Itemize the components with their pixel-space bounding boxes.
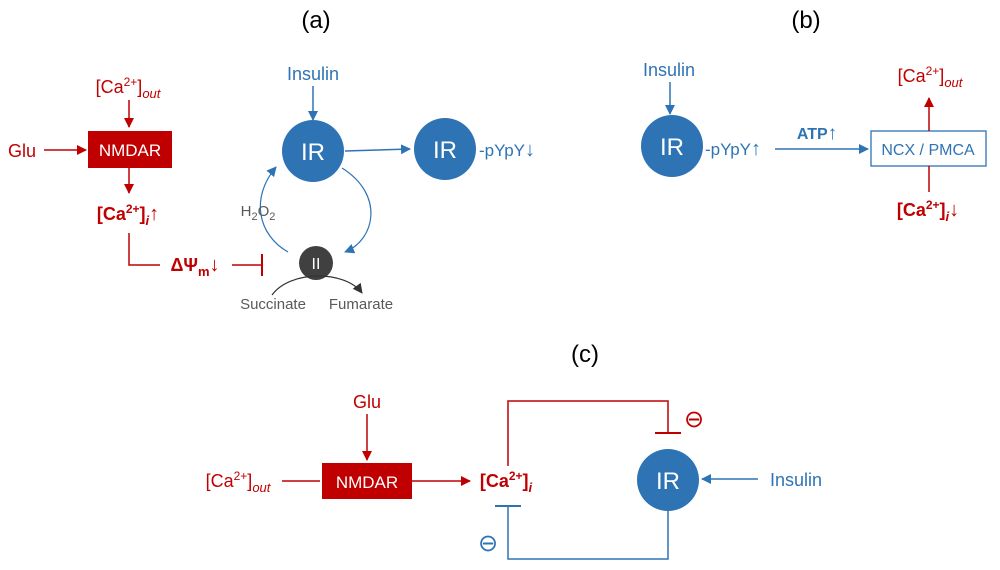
nmdar-box: [88, 131, 172, 168]
ca-to-dpsi-line: [128, 233, 160, 266]
inhibit-symbol-top: ⊖: [684, 406, 704, 433]
panel-a: (a) [Ca2+]out Glu NMDAR [Ca2+]i↑ ΔΨm↓ In…: [8, 7, 535, 313]
ca-out-label-c: [Ca2+]out: [206, 469, 272, 495]
ca-i-label: [Ca2+]i↑: [97, 202, 159, 228]
complex-ii-label: II: [312, 256, 321, 273]
atp-label: ATP↑: [797, 123, 837, 144]
ncx-pmca-box: [870, 130, 987, 167]
h2o2-label: H2O2: [241, 203, 276, 223]
panel-b: (b) Insulin IR -pYpY↑ ATP↑ NCX / PMCA [C…: [641, 7, 987, 224]
inhibit-symbol-bottom: ⊖: [478, 530, 498, 557]
ir-circle-a: [282, 120, 344, 182]
succinate-label: Succinate: [240, 296, 306, 313]
ca-to-ir-inhibit-line: [507, 400, 669, 466]
nmdar-label-c: NMDAR: [336, 473, 398, 492]
h2o2-to-ir-arc: [259, 166, 289, 253]
succinate-fumarate-arc: [271, 275, 363, 296]
insulin-label-c: Insulin: [770, 470, 822, 490]
panel-a-label: (a): [301, 7, 330, 34]
fumarate-label: Fumarate: [329, 296, 393, 313]
ca-i-label-c: [Ca2+]i: [480, 469, 533, 495]
complex-ii-circle: [299, 246, 333, 280]
insulin-label-a: Insulin: [287, 64, 339, 84]
pypy-label-a: -pYpY↓: [479, 139, 535, 161]
ir-label-a: IR: [301, 139, 325, 166]
dpsi-label: ΔΨm↓: [170, 254, 219, 279]
glu-label: Glu: [8, 141, 36, 161]
pypy-label-b: -pYpY↑: [705, 138, 761, 160]
nmdar-label: NMDAR: [99, 141, 161, 160]
insulin-label-b: Insulin: [643, 60, 695, 80]
ir-label-a2: IR: [433, 137, 457, 164]
ncx-pmca-label: NCX / PMCA: [881, 142, 975, 159]
ir-circle-c: [637, 449, 699, 511]
panel-b-label: (b): [791, 7, 820, 34]
ir-circle-a2: [414, 118, 476, 180]
panel-c-label: (c): [571, 341, 599, 368]
ca-i-label-b: [Ca2+]i↓: [897, 198, 959, 224]
ir-circle-b: [641, 115, 703, 177]
ir-to-ca-inhibit-line: [507, 506, 669, 560]
panel-c: (c) Glu [Ca2+]out NMDAR [Ca2+]i ⊖ IR Ins…: [206, 341, 822, 560]
ca-out-label: [Ca2+]out: [96, 75, 162, 101]
ca-out-label-b: [Ca2+]out: [898, 64, 964, 90]
glu-label-c: Glu: [353, 392, 381, 412]
ir-to-ir-arrow: [344, 144, 411, 155]
ir-label-b: IR: [660, 134, 684, 161]
ir-to-complex-arc: [341, 167, 372, 254]
ir-label-c: IR: [656, 468, 680, 495]
nmdar-box-c: [322, 463, 412, 499]
